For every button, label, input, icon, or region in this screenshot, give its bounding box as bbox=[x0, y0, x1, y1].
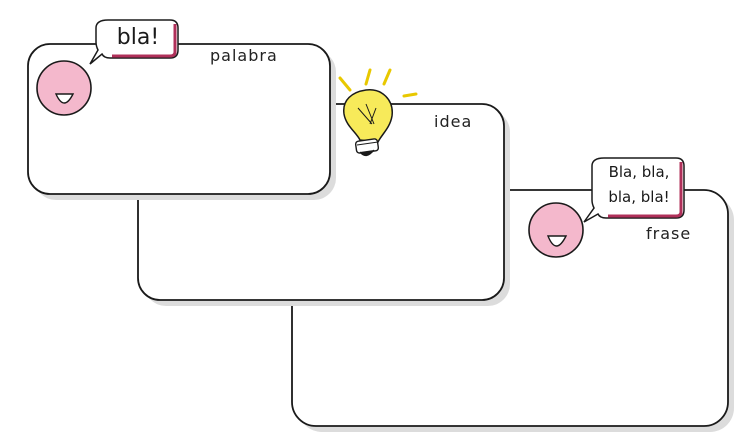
lightbulb-icon bbox=[338, 68, 418, 157]
smiling-face-icon bbox=[36, 60, 92, 116]
bubble-text-palabra: bla! bbox=[116, 25, 160, 50]
smiling-face-icon bbox=[528, 202, 584, 258]
card-label-frase: frase bbox=[646, 224, 692, 243]
bubble-text-frase-line2: bla, bla! bbox=[608, 188, 670, 206]
card-palabra bbox=[27, 43, 336, 200]
card-label-idea: idea bbox=[434, 112, 473, 131]
speech-bubble-icon bbox=[583, 157, 685, 223]
speech-bubble-icon bbox=[89, 19, 179, 65]
bubble-text-frase-line1: Bla, bla, bbox=[608, 163, 670, 181]
card-label-palabra: palabra bbox=[210, 46, 278, 65]
